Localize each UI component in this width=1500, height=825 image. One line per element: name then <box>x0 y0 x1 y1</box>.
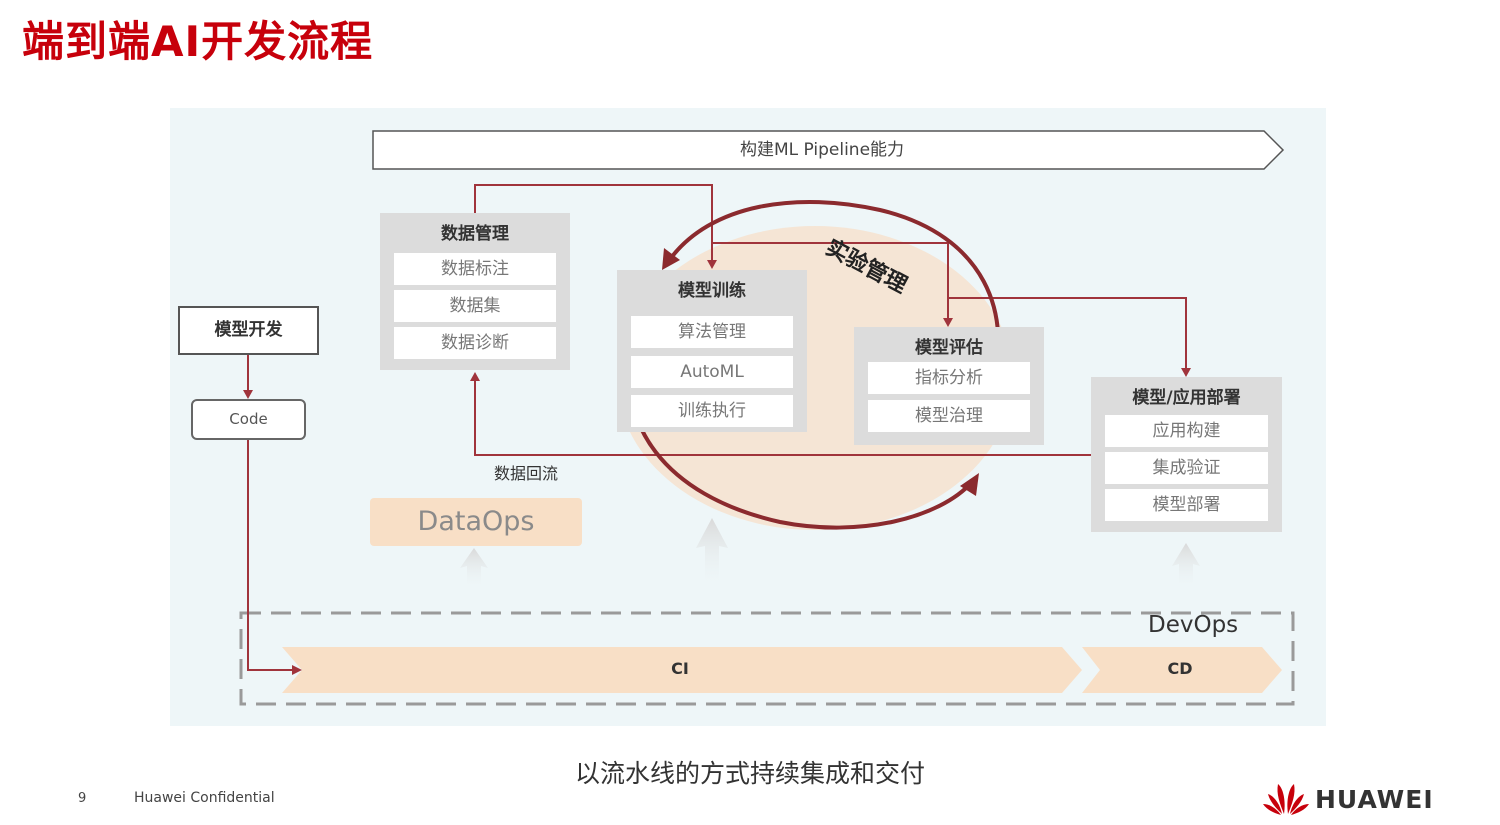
cd-label: CD <box>1167 659 1193 678</box>
cycle-arrowhead-left <box>662 248 680 270</box>
model-governance-item: 模型治理 <box>868 400 1030 432</box>
data-diagnosis-item: 数据诊断 <box>394 327 556 359</box>
pipeline-label: 构建ML Pipeline能力 <box>739 140 905 160</box>
app-build-item: 应用构建 <box>1105 415 1268 447</box>
data-labeling-item: 数据标注 <box>394 253 556 285</box>
model-deploy-item: 模型部署 <box>1105 489 1268 521</box>
model-evaluation-group: 模型评估 指标分析 模型治理 <box>854 327 1044 445</box>
model-training-group: 模型训练 算法管理 AutoML 训练执行 <box>617 270 807 432</box>
model-dev-box: 模型开发 <box>178 306 319 355</box>
model-training-title: 模型训练 <box>678 281 746 301</box>
model-dev-title: 模型开发 <box>214 320 283 340</box>
devops-frame <box>239 611 1295 706</box>
code-label: Code <box>229 410 268 428</box>
deploy-up-arrow <box>1172 543 1200 590</box>
training-exec-item: 训练执行 <box>631 395 793 427</box>
metric-analysis-item: 指标分析 <box>868 362 1030 394</box>
page-title: 端到端AI开发流程 <box>22 17 374 66</box>
dataset-item: 数据集 <box>394 290 556 322</box>
deployment-group: 模型/应用部署 应用构建 集成验证 模型部署 <box>1091 377 1282 532</box>
confidential-label: Huawei Confidential <box>134 790 275 806</box>
pipeline-arrow <box>372 130 1285 170</box>
data-backflow-label: 数据回流 <box>494 464 559 483</box>
integration-verify-item: 集成验证 <box>1105 452 1268 484</box>
deployment-title: 模型/应用部署 <box>1132 388 1241 408</box>
cycle-arrowhead-right <box>960 473 979 496</box>
data-management-title: 数据管理 <box>441 224 509 244</box>
page-number: 9 <box>78 791 87 806</box>
dataops-box: DataOps <box>370 498 582 546</box>
devops-label: DevOps <box>1148 612 1239 638</box>
cycle-arc-top <box>666 199 1001 393</box>
automl-item: AutoML <box>631 356 793 388</box>
train-up-arrow <box>696 518 728 590</box>
huawei-logo-icon <box>1263 784 1309 815</box>
huawei-brand-text: HUAWEI <box>1315 785 1434 814</box>
model-evaluation-title: 模型评估 <box>915 338 983 358</box>
data-management-group: 数据管理 数据标注 数据集 数据诊断 <box>380 213 570 370</box>
cd-band <box>1082 647 1282 693</box>
algorithm-mgmt-item: 算法管理 <box>631 316 793 348</box>
dataops-up-arrow <box>460 548 488 590</box>
ci-band <box>282 647 1082 693</box>
ci-label: CI <box>671 659 689 678</box>
caption: 以流水线的方式持续集成和交付 <box>574 759 925 788</box>
code-box: Code <box>191 399 306 440</box>
